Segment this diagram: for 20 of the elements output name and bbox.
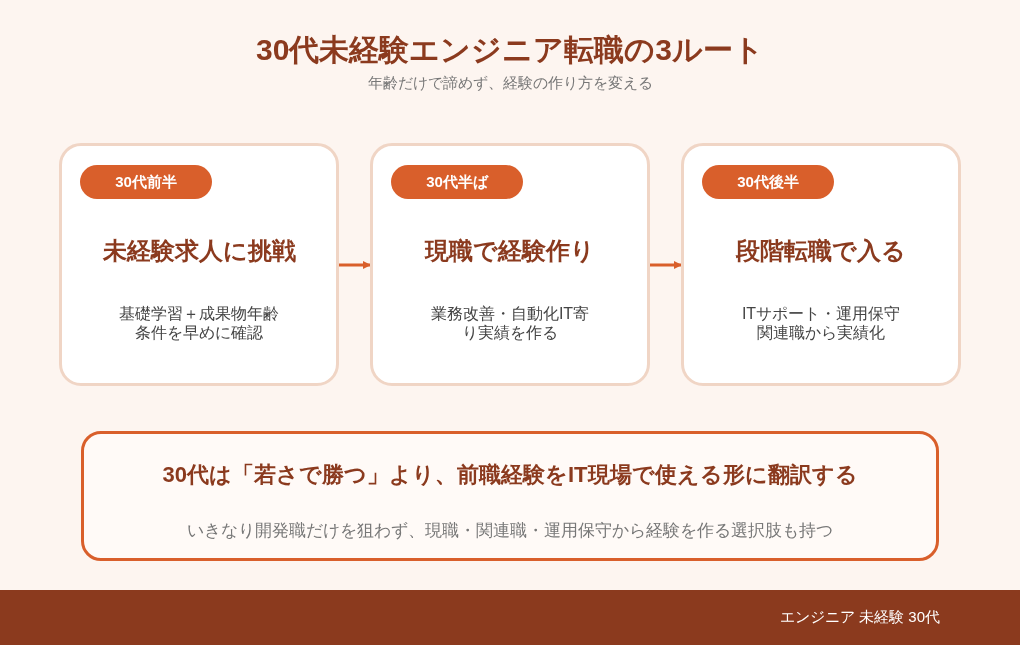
footer-tags: エンジニア 未経験 30代	[779, 608, 940, 627]
title: 30代未経験エンジニア転職の3ルート	[254, 32, 766, 68]
route-card	[681, 143, 961, 386]
route-description: ITサポート・運用保守関連職から実績化	[740, 304, 902, 342]
summary-heading: 30代は「若さで勝つ」より、前職経験をIT現場で使える形に翻訳する	[161, 461, 859, 489]
summary-box	[81, 431, 939, 561]
route-description: 業務改善・自動化IT寄り実績を作る	[429, 304, 591, 342]
route-card	[370, 143, 650, 386]
route-heading: 現職で経験作り	[423, 236, 596, 266]
subtitle: 年齢だけで諦めず、経験の作り方を変える	[366, 74, 654, 93]
summary-note: いきなり開発職だけを狙わず、現職・関連職・運用保守から経験を作る選択肢も持つ	[186, 520, 834, 542]
arrow	[339, 261, 371, 269]
route-heading: 段階転職で入る	[734, 236, 907, 266]
stage-badge: 30代前半	[80, 165, 212, 199]
route-description: 基礎学習＋成果物年齢条件を早めに確認	[118, 304, 280, 342]
stage-badge: 30代後半	[702, 165, 834, 199]
route-card	[59, 143, 339, 386]
stage-badge: 30代半ば	[391, 165, 523, 199]
route-heading: 未経験求人に挑戦	[101, 236, 297, 266]
arrow	[650, 261, 682, 269]
